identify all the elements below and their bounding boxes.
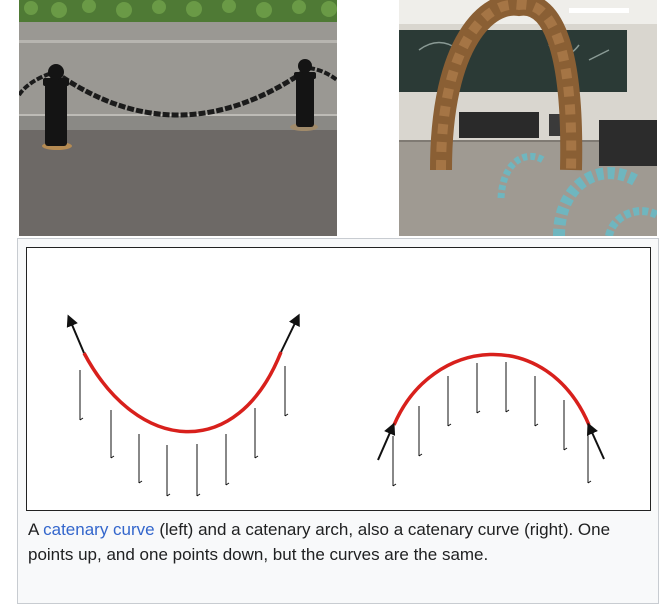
catenary-arch-photo xyxy=(399,0,657,236)
force-arrow-icon xyxy=(66,314,85,354)
figure-caption: A catenary curve (left) and a catenary a… xyxy=(28,517,618,567)
caption-prefix: A xyxy=(28,520,44,539)
catenary-arch-up xyxy=(377,352,605,487)
catenary-curve-link[interactable]: catenary curve xyxy=(43,520,155,539)
catenary-diagram xyxy=(26,247,651,511)
caption-suffix: (left) and a catenary arch, also a caten… xyxy=(28,520,611,564)
force-arrow-icon xyxy=(377,422,396,461)
force-arrow-icon xyxy=(280,313,300,353)
chain-bollards-photo xyxy=(19,0,337,236)
catenary-curve-down xyxy=(66,313,300,497)
force-arrow-icon xyxy=(587,422,605,460)
figure-box: A catenary curve (left) and a catenary a… xyxy=(17,238,659,604)
